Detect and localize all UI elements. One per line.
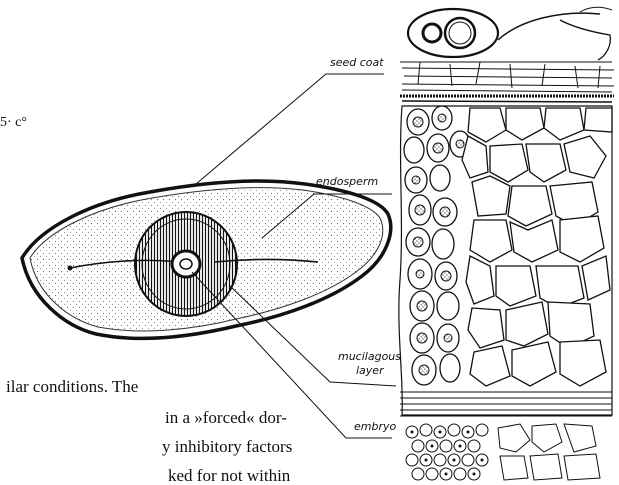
body-text-line-3: y inhibitory factors	[162, 437, 292, 456]
body-text-line-1: ilar conditions. The	[6, 377, 138, 396]
label-layer: layer	[356, 364, 385, 377]
tissue-detail	[399, 7, 614, 482]
label-embryo: embryo	[354, 420, 396, 433]
label-mucilagous: mucilagous	[338, 350, 401, 363]
body-text-line-4: ked for not within	[168, 466, 291, 485]
seed-coat-leader	[196, 74, 384, 184]
body-text-line-2: in a »forced« dor-	[165, 408, 287, 427]
seed-cross-section	[22, 181, 391, 338]
label-seed-coat: seed coat	[330, 56, 384, 69]
label-endosperm: endosperm	[316, 175, 378, 188]
page-fragment: 5· c°	[0, 115, 27, 130]
